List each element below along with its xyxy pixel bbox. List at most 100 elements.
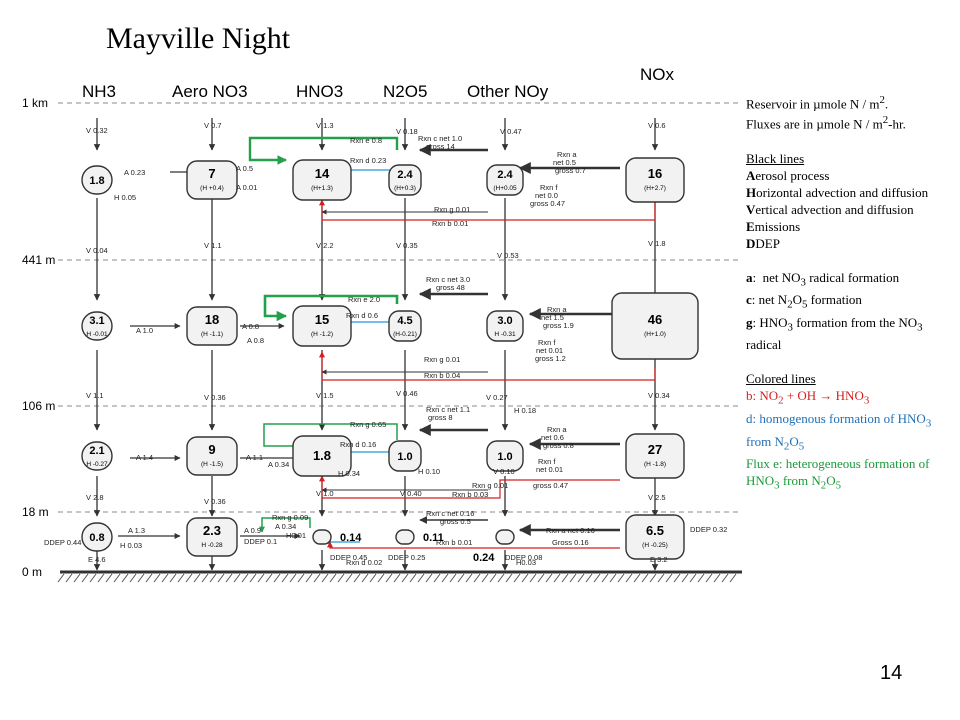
flux-label: A 0.5 — [236, 164, 253, 173]
ground-hatch — [209, 573, 217, 583]
box-value: 4.5 — [397, 315, 412, 327]
box-aero_2: 18 (H -1.1) — [186, 306, 238, 346]
flux-label: gross 1.2 — [535, 354, 566, 363]
flux-arrow — [263, 294, 399, 322]
flux-label: Rxn d 0.16 — [340, 440, 376, 449]
legend-e: Flux e: heterogeneous formation of HNO3 … — [746, 456, 930, 492]
flux-label: H0.03 — [516, 558, 536, 567]
ground-hatch — [129, 573, 137, 583]
flux-label: gross 0.47 — [533, 481, 568, 490]
ground-hatch — [665, 573, 673, 583]
flux-label: net 0.6 — [541, 433, 564, 442]
box-value: 0.8 — [89, 532, 104, 544]
box-shape — [186, 306, 238, 346]
ground-hatch — [681, 573, 689, 583]
box-hno3_3: 1.8 — [292, 435, 352, 477]
box-subtitle: (H+0.3) — [394, 185, 416, 192]
box-nox_1: 16(H+2.7) — [625, 157, 685, 203]
ground-hatch — [249, 573, 257, 583]
flux-label: V 1.0 — [316, 489, 334, 498]
flux-arrow — [263, 423, 398, 449]
box-shape — [486, 310, 524, 342]
flux-label: Rxn c net 0.16 — [426, 509, 474, 518]
ground-hatch — [153, 573, 161, 583]
column-header: N2O5 — [383, 82, 427, 101]
box-nh3_4: 0.8 — [81, 522, 113, 552]
flux-label: Rxn f — [538, 457, 556, 466]
ground-hatch — [649, 573, 657, 583]
flux-label: A 0.9 — [244, 526, 261, 535]
flux-label: DDEP 0.25 — [388, 553, 425, 562]
ground-hatch — [625, 573, 633, 583]
ground-hatch — [289, 573, 297, 583]
ground-hatch — [81, 573, 89, 583]
level-label: 0 m — [22, 565, 42, 579]
ground-hatch — [481, 573, 489, 583]
flux-label: net 0.0 — [535, 191, 558, 200]
box-value: 18 — [205, 312, 219, 327]
flux-label: V 0.40 — [400, 489, 422, 498]
flux-label: H 0.34 — [338, 469, 360, 478]
box-subtitle: H -0.31 — [494, 331, 516, 338]
flux-label: V 0.10 — [493, 467, 515, 476]
flux-label: DDEP 0.32 — [690, 525, 727, 534]
box-subtitle: (H +0.4) — [200, 185, 224, 192]
ground-hatch — [689, 573, 697, 583]
box-hno3_1: 14(H+1.3) — [292, 159, 352, 201]
box-nox_3: 27(H -1.8) — [625, 433, 685, 479]
ground-hatch — [585, 573, 593, 583]
ground-hatch — [529, 573, 537, 583]
column-header: NH3 — [82, 82, 116, 101]
box-subtitle: (H -1.8) — [644, 461, 666, 468]
column-header: Aero NO3 — [172, 82, 248, 101]
box-shape — [81, 311, 113, 341]
box-shape — [388, 440, 422, 472]
legend-black-item: Emissions — [746, 218, 801, 234]
legend-black-title: Black lines — [746, 150, 805, 166]
flux-label: A 0.01 — [236, 183, 257, 192]
flux-label: V 2.2 — [316, 241, 334, 250]
flux-label: Rxn c net 1.1 — [426, 405, 470, 414]
flux-label: A 0.8 — [247, 336, 264, 345]
box-shape — [486, 440, 524, 472]
ground-hatch — [705, 573, 713, 583]
ground-hatch — [65, 573, 73, 583]
flux-label: V 0.6 — [648, 121, 666, 130]
flux-label: V 0.32 — [86, 126, 108, 135]
flux-label: gross 0.5 — [440, 517, 471, 526]
ground-hatch — [401, 573, 409, 583]
flux-arrow — [327, 541, 620, 549]
ground-hatch — [105, 573, 113, 583]
ground-hatch — [721, 573, 729, 583]
flux-label: Rxn e 2.0 — [348, 295, 380, 304]
flux-label: Rxn f — [538, 338, 556, 347]
ground-hatch — [177, 573, 185, 583]
box-nox_4: 6.5(H -0.25) — [625, 514, 685, 560]
flux-label: Rxn g 0.65 — [350, 420, 386, 429]
ground — [57, 570, 742, 583]
flux-label: A 1.4 — [136, 453, 153, 462]
box-value: 2.4 — [497, 169, 513, 181]
ground-hatch — [593, 573, 601, 583]
flux-label: A 0.34 — [268, 460, 289, 469]
ground-hatch — [633, 573, 641, 583]
ground-hatch — [641, 573, 649, 583]
legend-black-item: Horizontal advection and diffusion — [746, 184, 929, 200]
flux-label: V 0.04 — [86, 246, 108, 255]
box-value: 16 — [648, 166, 662, 181]
flux-label: Rxn d 0.6 — [346, 311, 378, 320]
box-subtitle: (H -1.1) — [201, 331, 223, 338]
box-shape — [388, 310, 422, 342]
flux-label: H 0.05 — [114, 193, 136, 202]
box-other_2: 3.0H -0.31 — [486, 310, 524, 342]
ground-hatch — [521, 573, 529, 583]
ground-hatch — [73, 573, 81, 583]
flux-label: DDEP 0.45 — [330, 553, 367, 562]
box-shape — [292, 159, 352, 201]
flux-label: V 1.3 — [316, 121, 334, 130]
legend-b: b: NO2 + OH → HNO3 — [746, 388, 870, 408]
flux-label: H 0.18 — [514, 406, 536, 415]
ground-hatch — [369, 573, 377, 583]
flux-label: H0.01 — [286, 531, 306, 540]
flux-arrow — [259, 517, 311, 533]
